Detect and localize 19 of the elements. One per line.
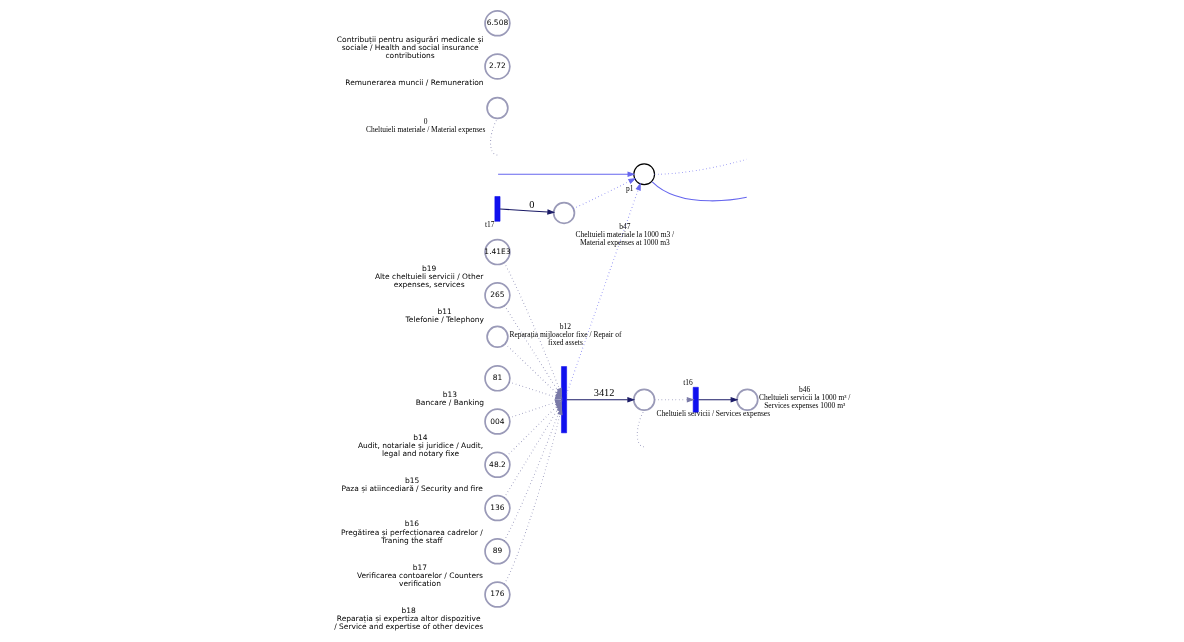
node-circle <box>632 388 656 411</box>
arrow <box>566 396 636 403</box>
edge-label: 0 <box>529 198 535 210</box>
node-circle <box>486 325 509 349</box>
node-bar <box>494 196 501 222</box>
node-circle <box>736 388 759 411</box>
node-bar <box>561 366 567 434</box>
node-circle <box>486 96 509 120</box>
arrow <box>654 396 695 403</box>
edge-label: 3412 <box>593 387 615 399</box>
arrow <box>503 407 563 585</box>
node-circle <box>552 201 576 225</box>
arrow <box>497 171 636 178</box>
arrow <box>573 178 637 210</box>
connector <box>651 181 748 202</box>
node-circle <box>633 163 656 186</box>
arrow <box>566 182 641 395</box>
arrow <box>499 208 556 215</box>
arrow <box>698 396 739 403</box>
